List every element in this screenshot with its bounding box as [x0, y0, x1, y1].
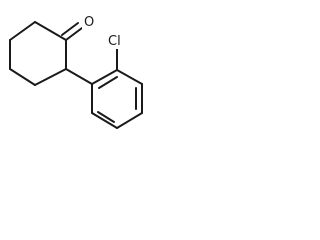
ring-bond-5 [34, 68, 67, 86]
chlorine-label-bg [107, 32, 127, 49]
aryl-link-bond [65, 68, 93, 85]
ring-bond-4 [9, 68, 36, 86]
benzene-bond-5 [91, 112, 118, 129]
structure-svg: O Cl [9, 13, 143, 129]
oxygen-label: O [84, 15, 94, 30]
oxygen-label-bg [82, 13, 96, 29]
benzene-double-3 [97, 111, 115, 123]
carbonyl-bond-outer [65, 27, 83, 41]
ring-bond-2 [9, 21, 36, 41]
carbonyl-bond-inner [61, 22, 79, 36]
benzene-bond-2 [116, 69, 143, 85]
structure-diagram: O Cl [0, 0, 150, 150]
benzene-double-1 [98, 76, 118, 89]
chlorine-label: Cl [108, 34, 121, 49]
benzene-bond-1 [91, 69, 118, 85]
benzene-bond-4 [116, 112, 143, 129]
ring-bond-1 [34, 21, 67, 41]
